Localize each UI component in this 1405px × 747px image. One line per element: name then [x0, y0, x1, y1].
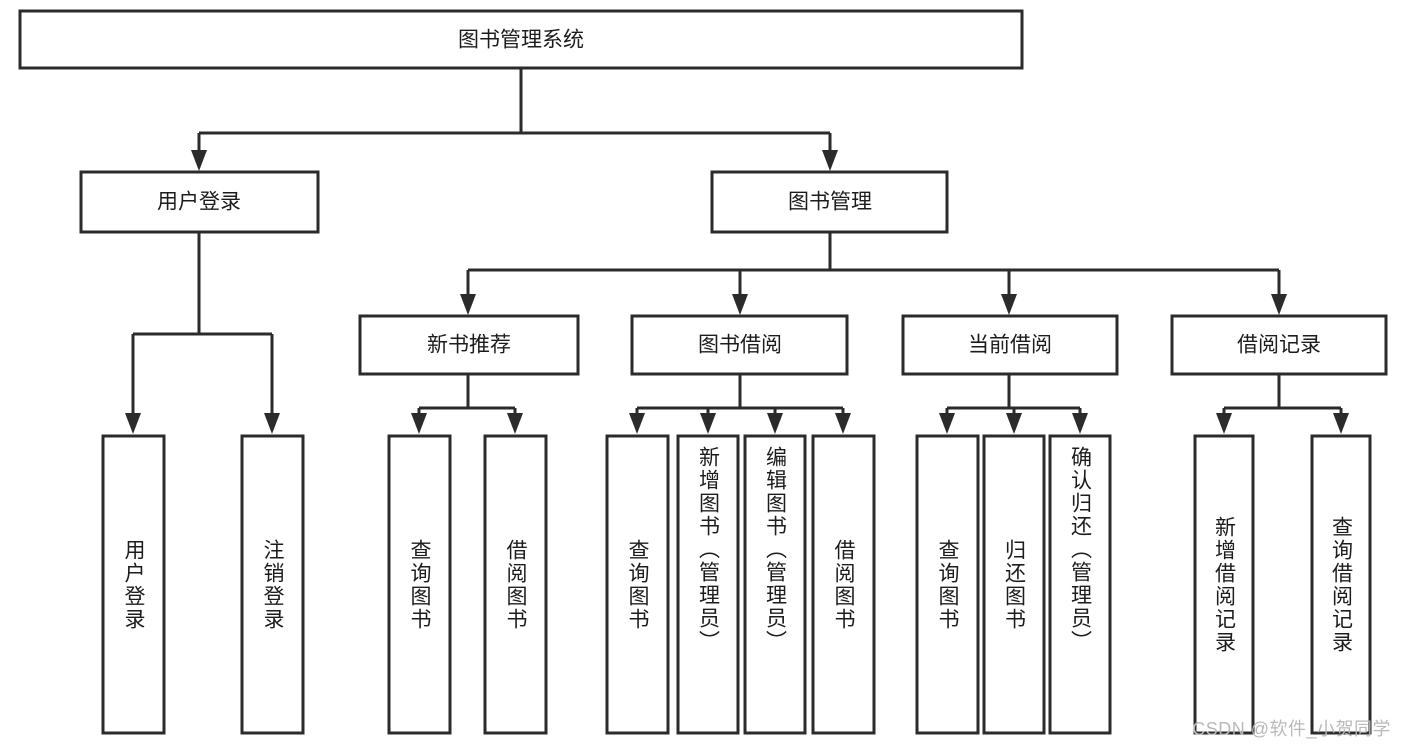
node-borrow-record-box[interactable]	[1170, 314, 1388, 376]
node-new-book-rec-label: 新书推荐	[427, 334, 511, 357]
node-leaf-rec-query-box[interactable]	[387, 434, 452, 735]
node-borrow-record[interactable]: 借阅记录	[1170, 314, 1388, 376]
node-leaf-user-logout-box[interactable]	[240, 434, 305, 735]
arrow-to-leaf-rec-query	[411, 413, 427, 434]
arrow-to-leaf-rec-query2	[1333, 413, 1349, 434]
arrow-to-book-borrow	[732, 294, 748, 315]
arrow-to-leaf-cur-return	[1006, 413, 1022, 434]
node-leaf-borrow-add-box[interactable]	[676, 434, 740, 735]
node-current-borrow-box[interactable]	[901, 314, 1119, 376]
node-leaf-cur-query-box[interactable]	[915, 434, 980, 735]
node-user-login-box[interactable]	[79, 170, 320, 234]
node-leaf-borrow-edit-box[interactable]	[743, 434, 807, 735]
node-book-manage[interactable]: 图书管理	[710, 170, 949, 234]
connector-layer	[125, 68, 1349, 434]
node-leaf-rec-borrow-box[interactable]	[483, 434, 548, 735]
node-leaf-cur-return-box[interactable]	[982, 434, 1046, 735]
arrow-to-leaf-rec-borrow	[507, 413, 523, 434]
node-layer: 图书管理系统 用户登录 图书管理 新书推荐 图书借阅	[18, 9, 1388, 735]
arrow-to-borrow-record	[1271, 294, 1287, 315]
node-book-borrow-label: 图书借阅	[698, 334, 782, 357]
node-new-book-rec[interactable]: 新书推荐	[358, 314, 580, 376]
node-leaf-cur-confirm-box[interactable]	[1048, 434, 1112, 735]
node-leaf-borrow-query-box[interactable]	[605, 434, 670, 735]
node-root[interactable]: 图书管理系统	[18, 9, 1024, 70]
csdn-watermark: CSDN @软件_小贺同学	[1192, 719, 1391, 739]
arrow-to-leaf-user-logout	[264, 413, 280, 434]
arrow-to-leaf-cur-query	[939, 413, 955, 434]
node-leaf-borrow-do-box[interactable]	[811, 434, 876, 735]
arrow-to-new-book-rec	[460, 294, 476, 315]
node-borrow-record-label: 借阅记录	[1237, 334, 1321, 357]
node-leaf-rec-add-box[interactable]	[1193, 434, 1255, 735]
arrow-to-leaf-cur-confirm	[1072, 413, 1088, 434]
arrow-to-leaf-rec-add	[1216, 413, 1232, 434]
arrow-to-leaf-borrow-do	[835, 413, 851, 434]
node-book-manage-box[interactable]	[710, 170, 949, 234]
arrow-to-leaf-user-login	[125, 413, 141, 434]
arrow-to-leaf-borrow-query	[629, 413, 645, 434]
node-book-borrow-box[interactable]	[630, 314, 849, 376]
node-root-label: 图书管理系统	[458, 29, 584, 52]
arrow-to-leaf-borrow-edit	[767, 413, 783, 434]
node-leaf-rec-query2-box[interactable]	[1310, 434, 1372, 735]
node-user-login-label: 用户登录	[157, 191, 241, 214]
node-new-book-rec-box[interactable]	[358, 314, 580, 376]
arrow-to-leaf-borrow-add	[700, 413, 716, 434]
node-current-borrow[interactable]: 当前借阅	[901, 314, 1119, 376]
arrow-to-user-login	[191, 150, 207, 171]
node-root-box[interactable]	[18, 9, 1024, 70]
node-leaf-user-login-box[interactable]	[101, 434, 166, 735]
node-user-login[interactable]: 用户登录	[79, 170, 320, 234]
node-book-manage-label: 图书管理	[788, 191, 872, 214]
node-book-borrow[interactable]: 图书借阅	[630, 314, 849, 376]
arrow-to-book-manage	[822, 150, 838, 171]
node-current-borrow-label: 当前借阅	[968, 334, 1052, 357]
arrow-to-current-borrow	[1001, 294, 1017, 315]
